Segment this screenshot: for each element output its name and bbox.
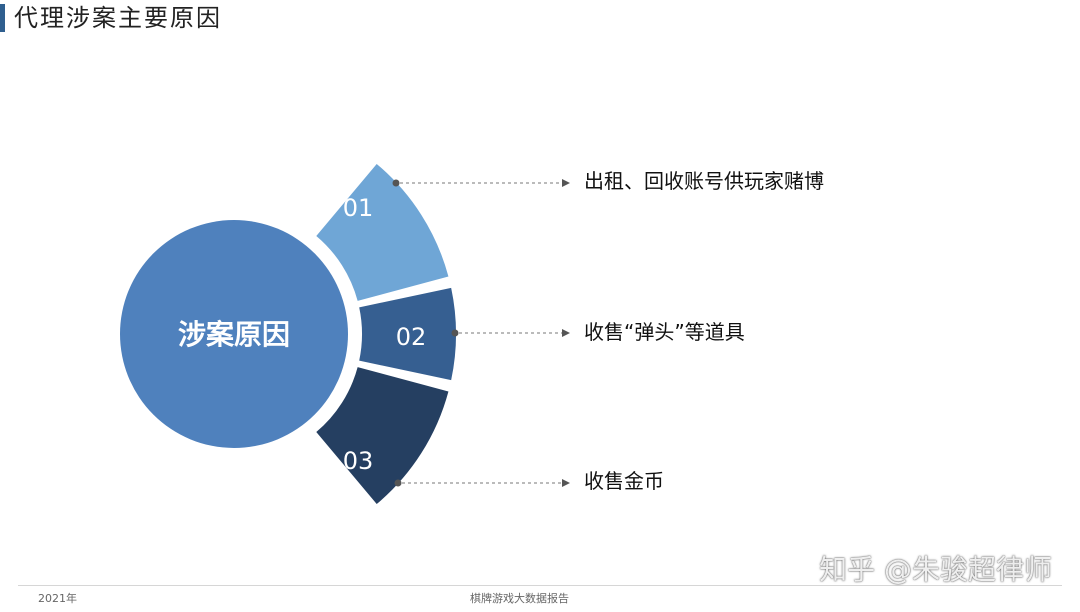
title-accent-bar bbox=[0, 4, 5, 32]
connector-03 bbox=[394, 479, 570, 487]
segment-number-01: 01 bbox=[343, 194, 374, 222]
center-label: 涉案原因 bbox=[178, 318, 290, 351]
segment-01 bbox=[316, 163, 449, 301]
footer-year: 2021年 bbox=[38, 592, 77, 605]
reason-text-03: 收售金币 bbox=[584, 469, 664, 493]
footer-divider bbox=[18, 585, 1062, 586]
segment-03 bbox=[316, 367, 449, 505]
connector-02 bbox=[451, 329, 570, 337]
page-title: 代理涉案主要原因 bbox=[14, 4, 222, 32]
segment-number-03: 03 bbox=[343, 447, 374, 475]
reason-text-02: 收售“弹头”等道具 bbox=[584, 320, 745, 344]
watermark: 知乎 @朱骏超律师 bbox=[819, 553, 1052, 586]
reason-text-01: 出租、回收账号供玩家赌博 bbox=[584, 169, 824, 193]
segment-02 bbox=[359, 287, 457, 381]
footer-report-name: 棋牌游戏大数据报告 bbox=[470, 592, 569, 605]
segment-number-02: 02 bbox=[396, 323, 427, 351]
connector-01 bbox=[392, 179, 570, 187]
center-circle bbox=[120, 220, 348, 448]
